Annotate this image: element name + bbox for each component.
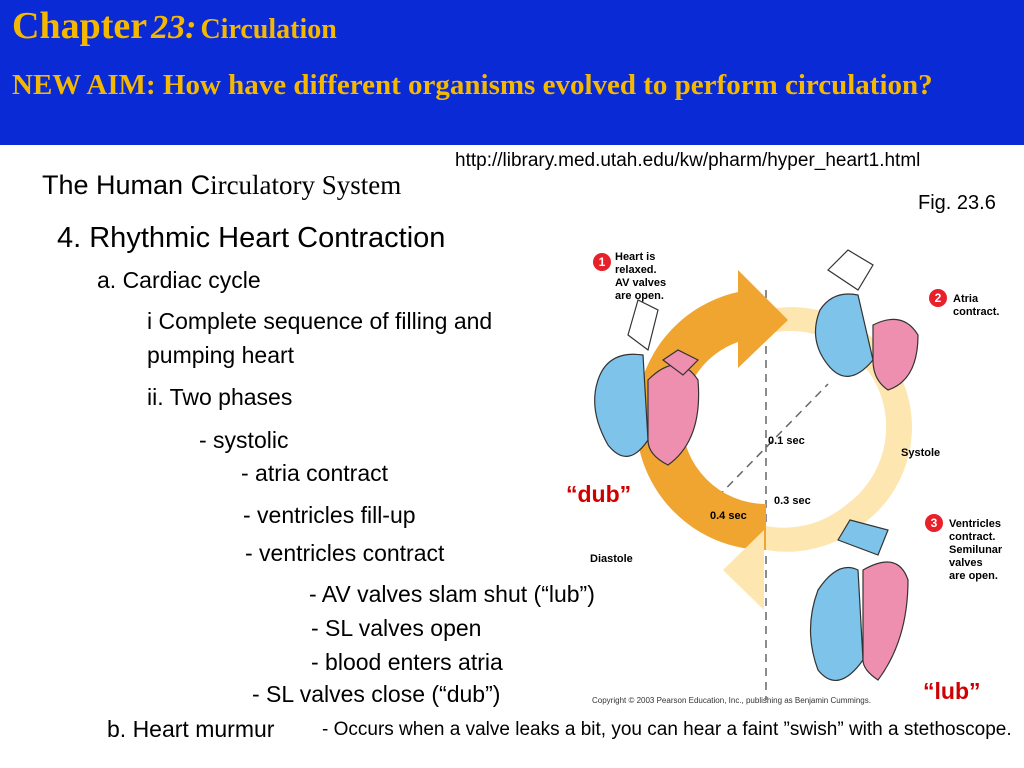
murmur-description: - Occurs when a valve leaks a bit, you c… (322, 719, 1012, 740)
step-3-badge (925, 514, 943, 532)
time-0-4-sec: 0.4 sec (710, 510, 747, 522)
copyright-notice: Copyright © 2003 Pearson Education, Inc.… (592, 696, 871, 705)
step-3-line-1: Ventricles (949, 518, 1001, 530)
outline-av-shut: - AV valves slam shut (“lub”) (309, 581, 595, 607)
step-3-line-4: valves (949, 557, 983, 569)
aim-text: NEW AIM: How have different organisms ev… (12, 69, 933, 101)
cardiac-cycle-diagram: 1 Heart is relaxed. AV valves are open. … (590, 249, 1003, 700)
lub-sound-label: “lub” (923, 678, 981, 704)
outline-blood: - blood enters atria (311, 649, 503, 675)
outline-vent-fill: - ventricles fill-up (243, 502, 416, 528)
chapter-topic: Circulation (200, 14, 337, 45)
section-title-rest: irculatory System (210, 170, 402, 200)
outline-i-cont: pumping heart (147, 342, 295, 368)
outline-i: i Complete sequence of filling and (147, 308, 493, 334)
outline-systolic: - systolic (199, 427, 289, 453)
heart-1-illustration (594, 299, 700, 466)
step-1-number: 1 (599, 255, 606, 269)
outline-b: b. Heart murmur (107, 716, 275, 742)
section-title: The Human Circulatory System (42, 170, 401, 201)
diastole-arrow (635, 270, 788, 550)
outline-vent-contract: - ventricles contract (245, 540, 445, 566)
step-2-badge (929, 289, 947, 307)
time-0-3-sec: 0.3 sec (774, 495, 811, 507)
chapter-title: Chapter 23: Circulation (12, 4, 337, 48)
step-3-number: 3 (931, 516, 938, 530)
step-2-line-2: contract. (953, 306, 999, 318)
outline-a: a. Cardiac cycle (97, 267, 261, 293)
step-1-line-2: relaxed. (615, 264, 657, 276)
heart-3-illustration (809, 519, 909, 681)
step-2-number: 2 (935, 291, 942, 305)
outline-sl-close: - SL valves close (“dub”) (252, 681, 501, 707)
diastole-label: Diastole (590, 553, 633, 565)
step-3-line-2: contract. (949, 531, 995, 543)
step-3-line-5: are open. (949, 570, 998, 582)
step-3-line-3: Semilunar (949, 544, 1003, 556)
chapter-number: 23: (151, 9, 197, 46)
outline-point-4: 4. Rhythmic Heart Contraction (57, 222, 446, 254)
time-0-1-sec: 0.1 sec (768, 435, 805, 447)
dub-sound-label: “dub” (566, 481, 632, 507)
step-1-badge (593, 253, 611, 271)
outline-sl-open: - SL valves open (311, 615, 482, 641)
chapter-word: Chapter (12, 5, 148, 47)
reference-url[interactable]: http://library.med.utah.edu/kw/pharm/hyp… (455, 150, 921, 171)
heart-2-illustration (814, 249, 919, 391)
figure-reference: Fig. 23.6 (918, 192, 996, 214)
systole-arrow-head (723, 530, 764, 610)
section-title-prefix: The Human C (42, 170, 211, 200)
step-1-line-4: are open. (615, 290, 664, 302)
title-banner: Chapter 23: Circulation NEW AIM: How hav… (0, 0, 1024, 145)
step-1-line-1: Heart is (615, 251, 655, 263)
outline-ii: ii. Two phases (147, 384, 293, 410)
systole-label: Systole (901, 447, 940, 459)
step-1-line-3: AV valves (615, 277, 666, 289)
outline-atria: - atria contract (241, 460, 388, 486)
step-2-line-1: Atria (953, 293, 979, 305)
